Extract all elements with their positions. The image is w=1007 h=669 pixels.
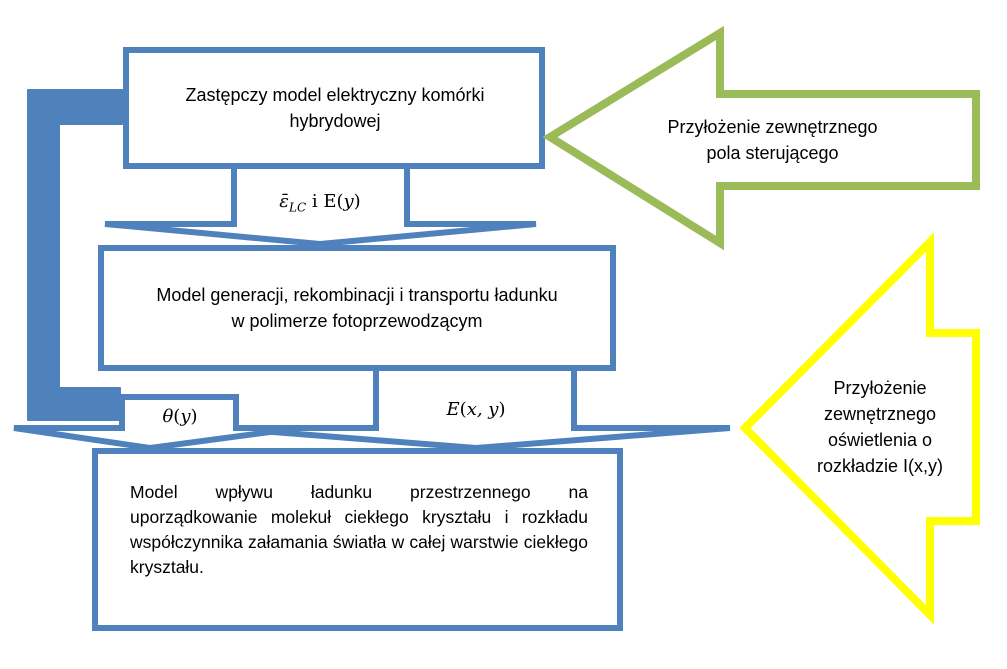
theta-var: y (180, 406, 191, 427)
arrow-illumination-line3: oświetlenia o (827, 430, 933, 450)
theta-close: ) (190, 406, 198, 427)
arrow-e-xy (221, 363, 731, 452)
box-generation-model-line2: w polimerze fotoprzewodzącym (231, 311, 483, 331)
box-equivalent-model-frame (123, 47, 545, 169)
arrow-illumination-label: Przyłożenie zewnętrznego oświetlenia o r… (800, 372, 960, 482)
arrow-illumination-line4: rozkładzie I(x,y) (816, 456, 944, 476)
box-equivalent-model-line2: hybrydowej (289, 111, 381, 131)
e-xy-var: x, y (466, 399, 499, 420)
e-func: E( (323, 191, 344, 213)
e-xy-open: ( (459, 399, 467, 420)
arrow-illumination (739, 232, 980, 625)
arrow-control-field (542, 25, 980, 251)
box-generation-model-line1: Model generacji, rekombinacji i transpor… (156, 285, 558, 305)
arrow-theta-label: θ(y) (130, 402, 230, 432)
e-xy-symbol: E (446, 399, 460, 420)
e-xy-close: ) (498, 399, 506, 420)
arrow-control-field-line2: pola sterującego (706, 143, 839, 163)
box-generation-model-frame (98, 245, 616, 371)
epsilon-symbol: ε̄ (279, 191, 289, 213)
box-space-charge-model-frame (92, 448, 623, 631)
arrow-illumination-line2: zewnętrznego (823, 404, 937, 424)
arrow-epsilon-e-label: ε̄LC i E(y) (240, 190, 400, 220)
arrow-illumination-line1: Przyłożenie (833, 378, 927, 398)
feedback-loop-connector (27, 89, 123, 421)
box-space-charge-model-text: Model wpływu ładunku przestrzennego na u… (130, 482, 588, 577)
arrow-theta (13, 394, 301, 452)
box-equivalent-model-line1: Zastępczy model elektryczny komórki (185, 85, 485, 105)
arrow-control-field-line1: Przyłożenie zewnętrznego (667, 117, 878, 137)
arrow-control-field-label: Przyłożenie zewnętrznego pola sterująceg… (640, 112, 905, 168)
theta-open: ( (173, 406, 181, 427)
epsilon-subscript: LC (288, 200, 307, 215)
theta-symbol: θ (162, 406, 174, 427)
e-func-var: y (343, 191, 354, 213)
box-generation-model-label: Model generacji, rekombinacji i transpor… (112, 268, 602, 348)
box-equivalent-model-label: Zastępczy model elektryczny komórki hybr… (140, 62, 530, 154)
arrow-e-xy-label: E(x, y) (390, 395, 562, 425)
box-space-charge-model-label: Model wpływu ładunku przestrzennego na u… (130, 480, 588, 592)
e-func-close: ) (353, 191, 361, 213)
arrow-epsilon-e (104, 163, 537, 248)
epsilon-conj: i (306, 191, 324, 213)
